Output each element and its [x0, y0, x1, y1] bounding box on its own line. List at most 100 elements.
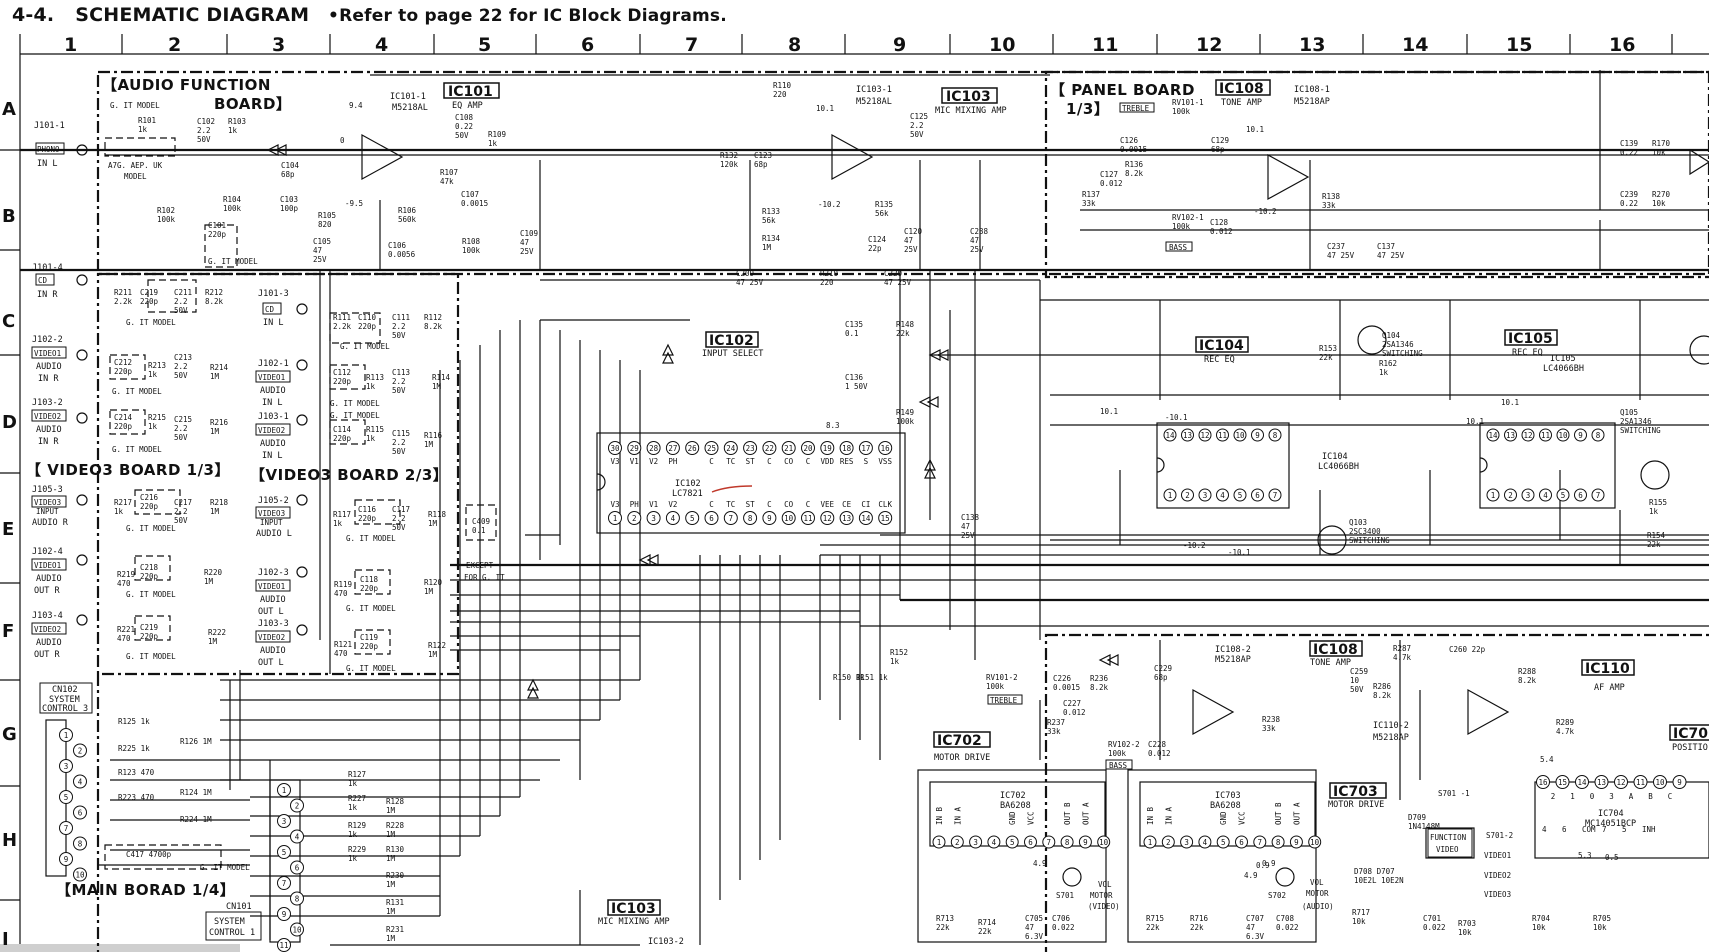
j102-4-ref: J102-4	[32, 547, 63, 557]
component-r703: 10k	[1458, 928, 1472, 937]
component-c117: 50V	[392, 523, 406, 532]
component-c215: 2.2	[174, 424, 188, 433]
ic102-type: LC7821	[672, 489, 703, 499]
ic104-pin-circle	[1216, 488, 1229, 502]
cn102-pin-number: 7	[64, 824, 69, 833]
ic104-part: IC104	[1322, 452, 1348, 462]
component-r713: 22k	[936, 923, 950, 932]
component-c708: C708	[1276, 914, 1295, 923]
ic704-tag: IC70	[1673, 726, 1708, 742]
component-r705: 10k	[1593, 923, 1607, 932]
ic702-pin-name: IN B	[935, 806, 944, 825]
voltage-label: -10.2	[1254, 207, 1277, 216]
component-c115: 50V	[392, 447, 406, 456]
component-r154: R154	[1647, 531, 1666, 540]
component-r218: 1M	[210, 507, 220, 516]
component-r270: R270	[1652, 190, 1671, 199]
component-c217: C217	[174, 498, 192, 507]
component-r704: R704	[1532, 914, 1551, 923]
treble-note-1: TREBLE	[1122, 104, 1150, 113]
component-r237: 33k	[1047, 727, 1061, 736]
component-r115: 1k	[366, 434, 376, 443]
cn102-pin-number: 4	[78, 778, 83, 787]
component-r115: R115	[366, 425, 384, 434]
voltage-label: 10.1	[1466, 417, 1484, 426]
ic703-pin-number: 1	[1148, 838, 1153, 847]
component-r137: 33k	[1082, 199, 1096, 208]
cn101-name: SYSTEM	[214, 917, 245, 927]
jack-j101-3: J101-3 CD IN L	[258, 289, 308, 328]
ic108-tag: IC108	[1219, 81, 1264, 97]
vol-motor-2a: VOL	[1310, 878, 1324, 887]
git-model-note-14: G. IT MODEL	[346, 664, 396, 673]
ic105-func: REC EQ	[1512, 348, 1543, 358]
j101-4-ref: J101-4	[32, 263, 63, 273]
component-c136: C136	[845, 373, 864, 382]
git-model-note-3: G. IT MODEL	[126, 318, 176, 327]
signal-arrows	[266, 144, 1119, 699]
ic704-bottom-pin-name: COM	[1582, 825, 1596, 834]
ic102-top-pin-number: 20	[803, 444, 813, 453]
ic104-pin-number: 4	[1220, 491, 1225, 500]
ic703-pin-circle	[1253, 835, 1267, 849]
component-r212: R212	[205, 288, 223, 297]
j102-2-sub: AUDIO	[36, 362, 62, 372]
ic103b-part: IC103-2	[648, 937, 684, 947]
component-c214: 220p	[114, 422, 133, 431]
component-q103: SWITCHING	[1349, 536, 1390, 545]
component-c237: 47 25V	[1327, 251, 1355, 260]
component-r286: R286	[1373, 682, 1392, 691]
component-c124: 22p	[868, 244, 882, 253]
ic102-bottom-pin-name: PH	[630, 500, 640, 509]
j102-3-sub: AUDIO	[260, 595, 286, 605]
component-c105: 47	[313, 246, 322, 255]
ic102-bottom-pin-circle	[665, 511, 680, 525]
component-r122: R122	[428, 641, 446, 650]
ic108-func: TONE AMP	[1221, 98, 1262, 108]
git-model-note-7: G. IT MODEL	[330, 411, 380, 420]
ic104-pin-circle	[1233, 428, 1247, 442]
component-r104: 100k	[223, 204, 242, 213]
component-c102: 2.2	[197, 126, 211, 135]
ic703-pin-name: OUT A	[1292, 802, 1301, 825]
ic104-type: LC4066BH	[1318, 462, 1359, 472]
ic702-pin-circle	[1097, 835, 1111, 849]
ic102-top-pin-number: 29	[630, 444, 639, 453]
ic105-pin-circle	[1556, 428, 1570, 442]
j102-3-sub2: OUT L	[258, 607, 284, 617]
j102-1-sub: AUDIO	[260, 386, 286, 396]
component-r132: R132	[720, 151, 738, 160]
ic702-outline	[917, 769, 1317, 943]
ic704-pin-circle	[1633, 775, 1648, 789]
ic102-bottom-pin-circle	[685, 511, 700, 525]
ic104-pin-number: 9	[1255, 431, 1260, 440]
ic102-top-pin-number: 23	[746, 444, 755, 453]
voltage-label: 10.1	[1501, 398, 1519, 407]
ic702-pin-name: IN A	[953, 806, 962, 825]
ic102-top-pin-number: 18	[842, 444, 852, 453]
ic103b-func: MIC MIXING AMP	[598, 917, 670, 927]
col-3: 3	[272, 34, 285, 56]
ic102-top-pin-number: 24	[726, 444, 736, 453]
component-c124: C124	[868, 235, 887, 244]
ic108b-tag: IC108	[1313, 642, 1358, 658]
component-r126: R126 1M	[180, 737, 212, 746]
component-r116: R116	[424, 431, 443, 440]
row-A: A	[2, 99, 16, 120]
component-r223: R223 470	[118, 793, 155, 802]
ic105-pin-circle	[1556, 488, 1570, 502]
component-c227: 0.012	[1063, 708, 1086, 717]
component-r153: R153	[1319, 344, 1337, 353]
j102-1-sub2: IN L	[262, 398, 282, 408]
component-c114: 220p	[333, 434, 352, 443]
ic102-bottom-pin-name: ST	[746, 500, 756, 509]
ic702-type: BA6208	[1000, 801, 1031, 811]
ic703-pin-circle	[1198, 835, 1212, 849]
ic704-pin-name: 1	[1570, 792, 1575, 801]
bus-wiring	[20, 70, 1709, 946]
ic102-top-pin-name: PH	[668, 457, 678, 466]
cn101-pin-circle	[290, 829, 304, 844]
j105-3-name: VIDEO3	[34, 498, 61, 507]
